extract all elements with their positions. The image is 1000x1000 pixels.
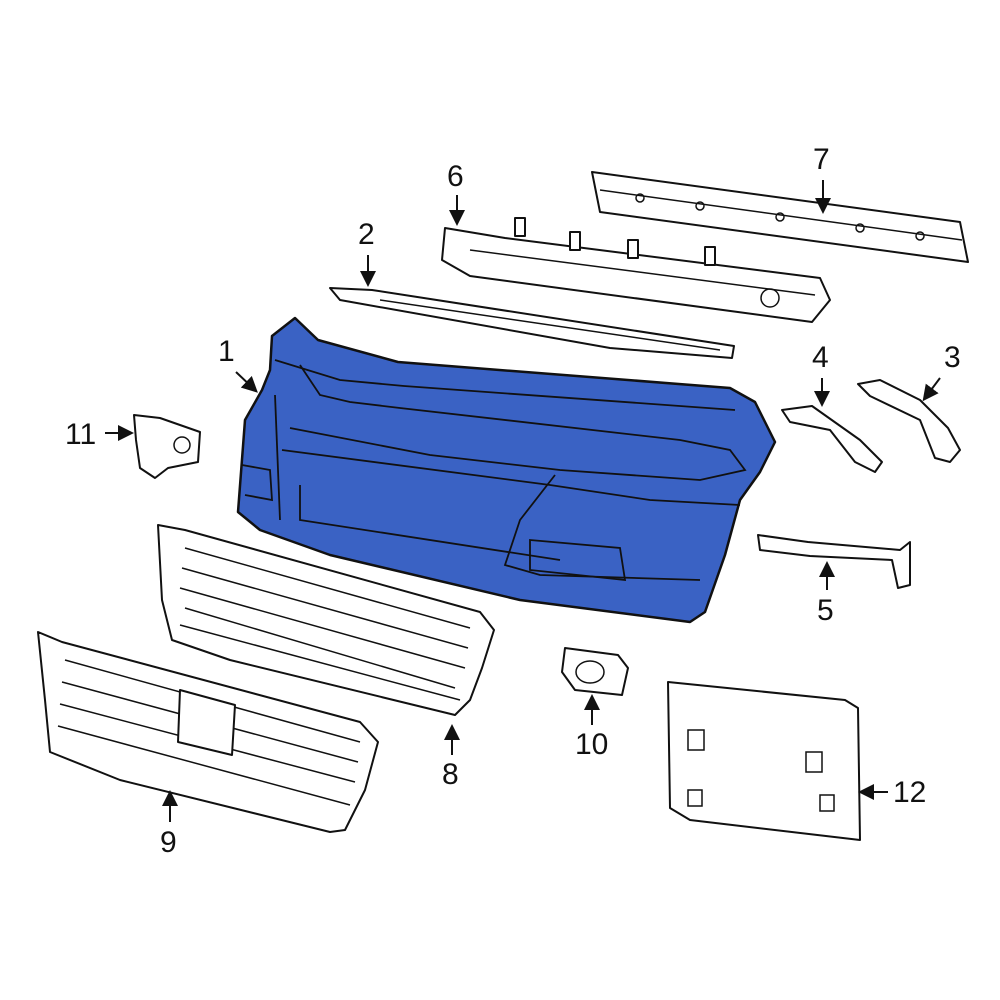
right-side-bracket[interactable] bbox=[857, 379, 961, 463]
bumper-cover[interactable] bbox=[236, 316, 777, 624]
callout-2[interactable]: 2 bbox=[358, 218, 375, 251]
callout-12[interactable]: 12 bbox=[893, 776, 927, 809]
reinforcement-bar[interactable] bbox=[591, 171, 969, 263]
mounting-bracket[interactable] bbox=[133, 414, 201, 479]
callout-arrows bbox=[105, 180, 941, 822]
fog-lamp-bezel[interactable] bbox=[561, 647, 629, 696]
callout-4[interactable]: 4 bbox=[812, 341, 829, 374]
callout-7[interactable]: 7 bbox=[813, 143, 830, 176]
callout-6[interactable]: 6 bbox=[447, 160, 464, 193]
left-side-bracket[interactable] bbox=[781, 405, 883, 473]
license-plate-bracket[interactable] bbox=[667, 681, 861, 841]
energy-absorber[interactable] bbox=[441, 217, 831, 323]
callout-5[interactable]: 5 bbox=[817, 594, 834, 627]
callout-8[interactable]: 8 bbox=[442, 758, 459, 791]
callout-9[interactable]: 9 bbox=[160, 826, 177, 859]
callout-11[interactable]: 11 bbox=[65, 418, 97, 451]
lower-grille[interactable] bbox=[37, 631, 379, 833]
upper-grille[interactable] bbox=[157, 524, 495, 716]
callout-10[interactable]: 10 bbox=[575, 728, 609, 761]
callout-1[interactable]: 1 bbox=[218, 335, 235, 368]
callout-3[interactable]: 3 bbox=[944, 341, 961, 374]
lower-support-bracket[interactable] bbox=[757, 534, 911, 589]
upper-bracket[interactable] bbox=[329, 287, 735, 359]
